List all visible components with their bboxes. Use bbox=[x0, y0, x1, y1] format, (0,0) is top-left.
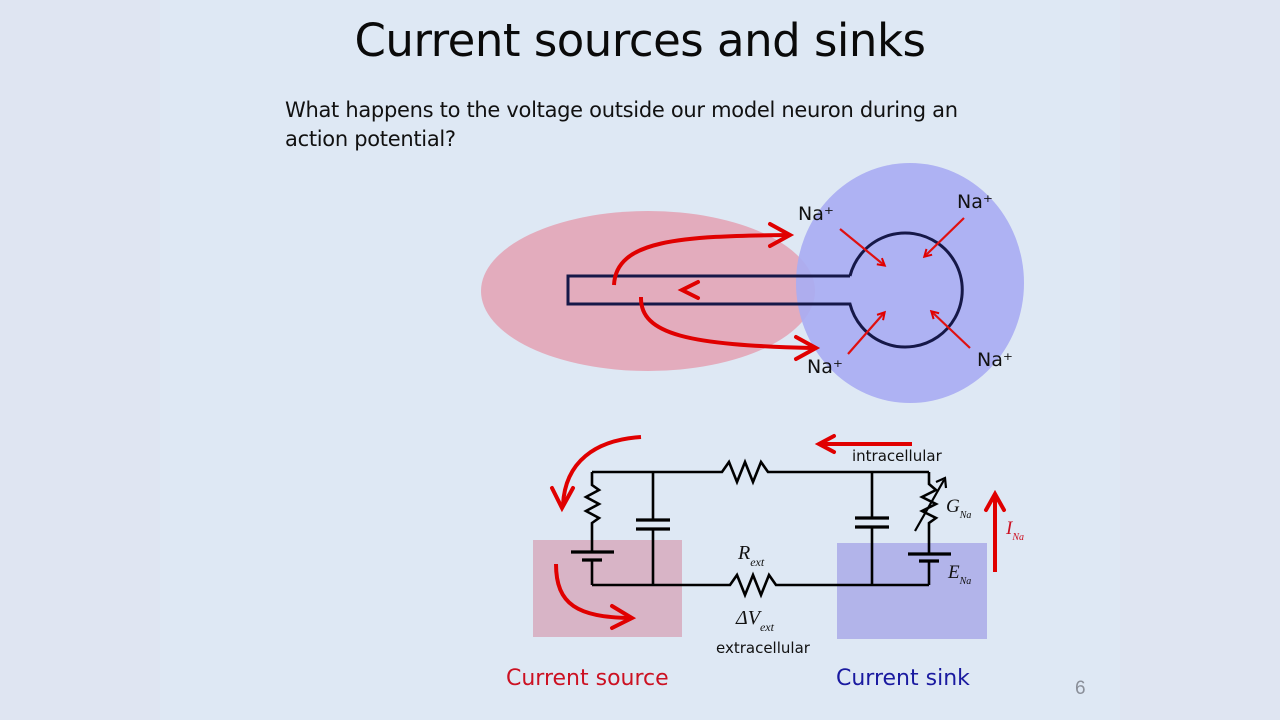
axial-arrow-head bbox=[677, 280, 700, 300]
neuron-diagram: Na⁺ Na⁺ Na⁺ Na⁺ bbox=[481, 163, 1024, 403]
source-inflow-arrow bbox=[561, 435, 642, 506]
neuron-membrane bbox=[566, 231, 964, 349]
intracellular-label: intracellular bbox=[852, 447, 943, 465]
e-na-label: ENa bbox=[947, 562, 971, 587]
current-sink-label: Current sink bbox=[836, 666, 970, 691]
variable-resistor-arrow bbox=[914, 479, 945, 532]
current-source-region bbox=[481, 211, 815, 371]
extracellular-wire bbox=[592, 571, 929, 599]
current-sink-box bbox=[837, 543, 987, 639]
outward-arrow-head-bottom bbox=[794, 335, 821, 361]
variable-resistor-arrowhead bbox=[935, 476, 948, 489]
source-outflow-arrow-head bbox=[610, 604, 637, 630]
sodium-current-arrow-head bbox=[984, 489, 1006, 512]
na-ion-label: Na⁺ bbox=[798, 203, 834, 225]
current-source-label: Current source bbox=[506, 666, 669, 691]
na-ion-label: Na⁺ bbox=[977, 349, 1013, 371]
source-outflow-arrow bbox=[554, 563, 631, 620]
current-source-box bbox=[533, 540, 682, 637]
na-ion-label: Na⁺ bbox=[807, 356, 843, 378]
intracellular-arrow-head bbox=[814, 434, 836, 454]
r-ext-label: Rext bbox=[737, 542, 765, 569]
sodium-conductance bbox=[919, 472, 939, 554]
na-ion-label: Na⁺ bbox=[957, 191, 993, 213]
i-na-label: INa bbox=[1005, 518, 1024, 543]
g-na-label: GNa bbox=[946, 496, 971, 521]
leak-resistor bbox=[583, 472, 602, 552]
na-influx-arrow bbox=[839, 228, 884, 265]
current-sink-region bbox=[796, 163, 1024, 403]
na-influx-arrow bbox=[932, 312, 971, 349]
outward-arrow-head-top bbox=[768, 222, 795, 248]
delta-v-ext-label: ΔVext bbox=[735, 607, 775, 634]
equivalent-circuit: intracellular extracellular Rext ΔVext G… bbox=[533, 434, 1024, 657]
extracellular-label: extracellular bbox=[716, 639, 811, 657]
outward-current-arrow-top bbox=[612, 233, 789, 286]
outward-current-arrow-bottom bbox=[638, 296, 813, 350]
source-inflow-arrow-head bbox=[550, 486, 575, 513]
na-influx-arrow bbox=[925, 217, 965, 256]
na-influx-arrow bbox=[847, 313, 884, 355]
slide-subtitle: What happens to the voltage outside our … bbox=[285, 98, 958, 151]
intracellular-wire bbox=[592, 458, 929, 486]
slide-title: Current sources and sinks bbox=[354, 14, 926, 67]
page-number: 6 bbox=[1075, 678, 1086, 699]
